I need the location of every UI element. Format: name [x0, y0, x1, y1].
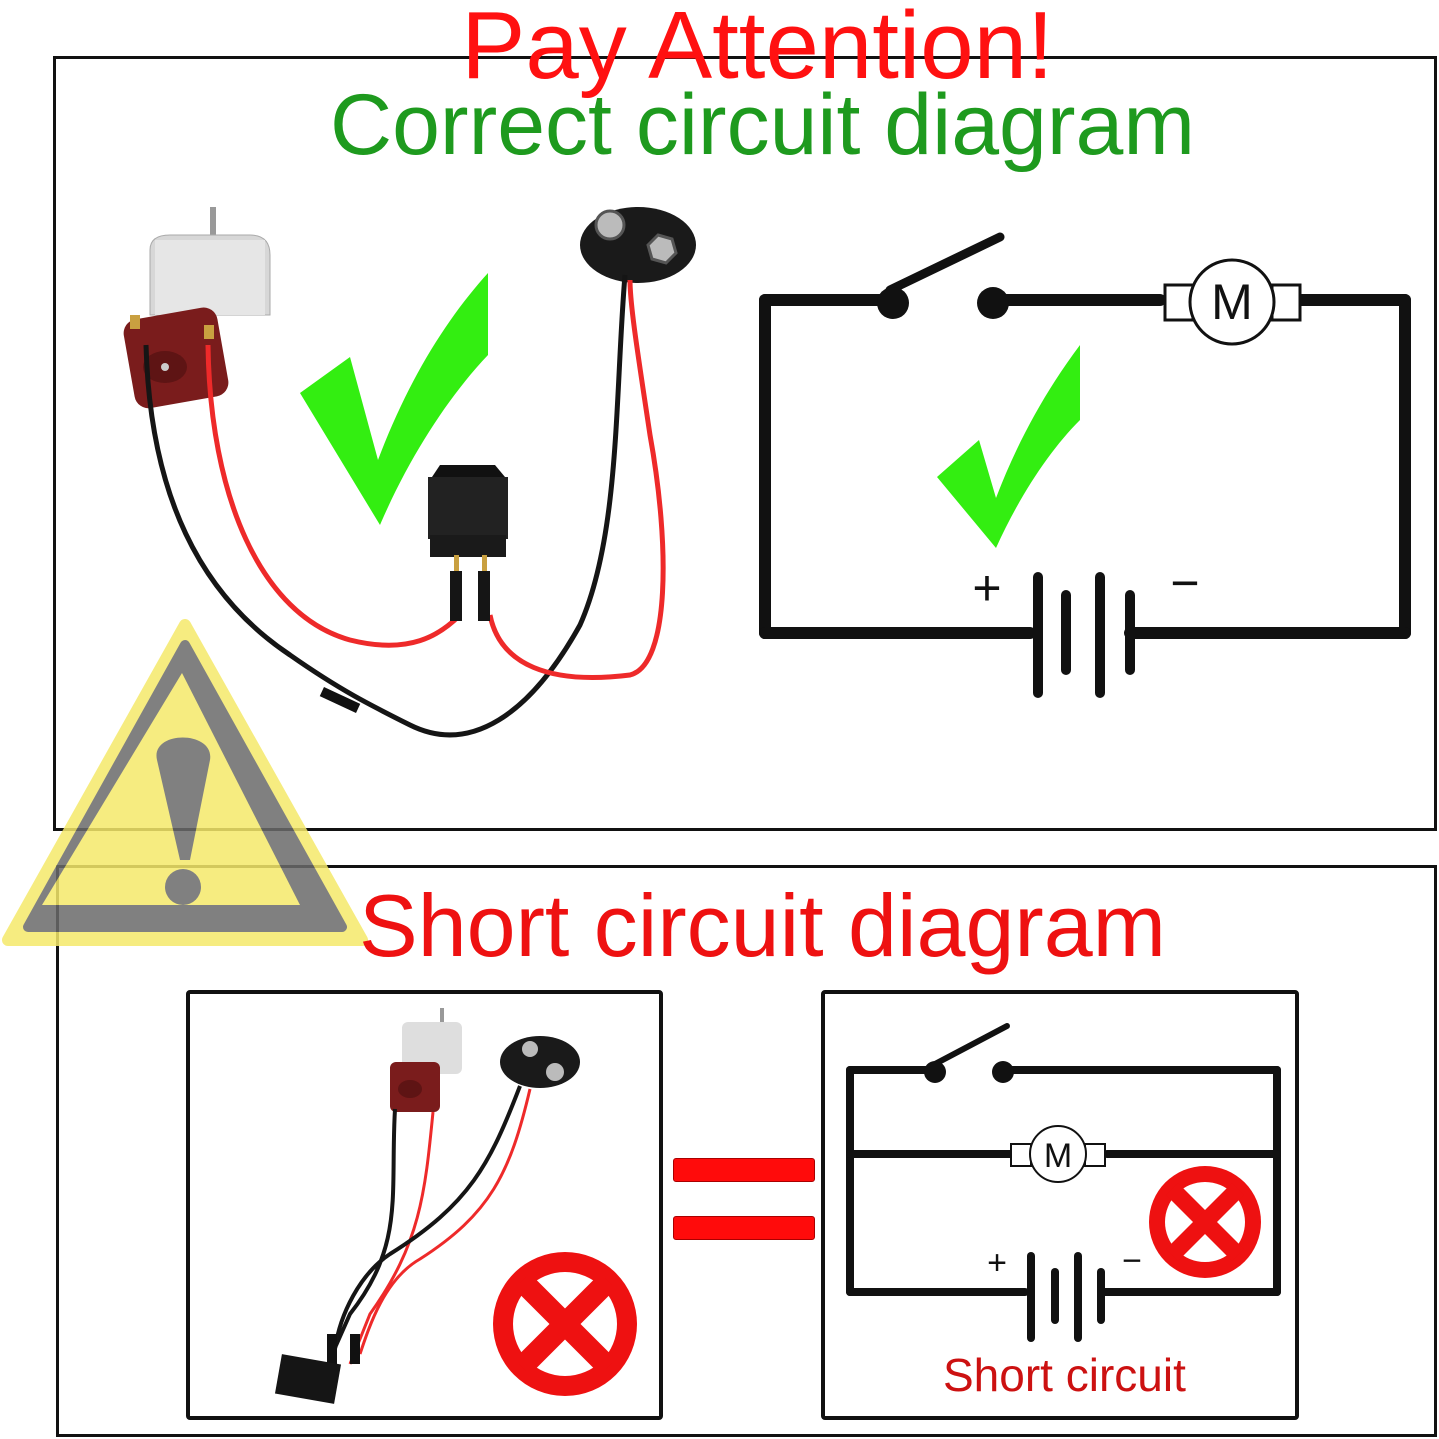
- battery-plus-label: +: [987, 1244, 1007, 1282]
- short-circuit-caption: Short circuit: [943, 1349, 1186, 1401]
- motor-label: M: [1211, 274, 1253, 330]
- correct-schematic: M + −: [750, 215, 1430, 715]
- short-schematic: M + − Short circuit: [825, 994, 1295, 1416]
- green-check-icon: [300, 273, 488, 525]
- green-check-icon: [937, 345, 1080, 548]
- warning-triangle-icon: [0, 615, 370, 955]
- motor-label: M: [1044, 1137, 1072, 1175]
- switch-symbol-icon: [877, 232, 1009, 319]
- short-wiring-photo: [190, 994, 659, 1416]
- battery-snap-icon: [500, 1036, 580, 1088]
- red-x-icon: [493, 1252, 637, 1396]
- dc-motor-icon: [390, 1008, 462, 1112]
- dc-motor-icon: [123, 207, 271, 409]
- battery-symbol-icon: [1033, 572, 1135, 698]
- short-schematic-box: [821, 990, 1299, 1420]
- exclamation-icon: [156, 737, 211, 860]
- motor-symbol-icon: M: [1010, 1125, 1106, 1183]
- black-wire: [143, 274, 628, 738]
- battery-minus-label: −: [1122, 1242, 1142, 1280]
- rocker-switch-icon: [428, 465, 508, 621]
- short-photo-box: [186, 990, 663, 1420]
- page-title: Pay Attention!: [461, 0, 1054, 99]
- battery-symbol-icon: [1027, 1252, 1105, 1342]
- short-section-frame: [56, 865, 1437, 1437]
- motor-symbol-icon: M: [1163, 258, 1302, 346]
- short-section-heading: Short circuit diagram: [359, 876, 1166, 975]
- switch-symbol-icon: [924, 1023, 1014, 1083]
- rocker-switch-icon: [274, 1354, 342, 1404]
- equals-icon: [673, 1158, 815, 1242]
- red-wire-2: [487, 279, 666, 680]
- correct-section-frame: [53, 56, 1437, 831]
- red-wire: [205, 344, 462, 648]
- correct-wiring-photo: [110, 195, 720, 755]
- battery-snap-icon: [580, 207, 696, 283]
- red-x-icon: [1149, 1166, 1261, 1278]
- battery-minus-label: −: [1170, 555, 1199, 611]
- battery-plus-label: +: [972, 560, 1001, 616]
- correct-section-heading: Correct circuit diagram: [330, 77, 1195, 173]
